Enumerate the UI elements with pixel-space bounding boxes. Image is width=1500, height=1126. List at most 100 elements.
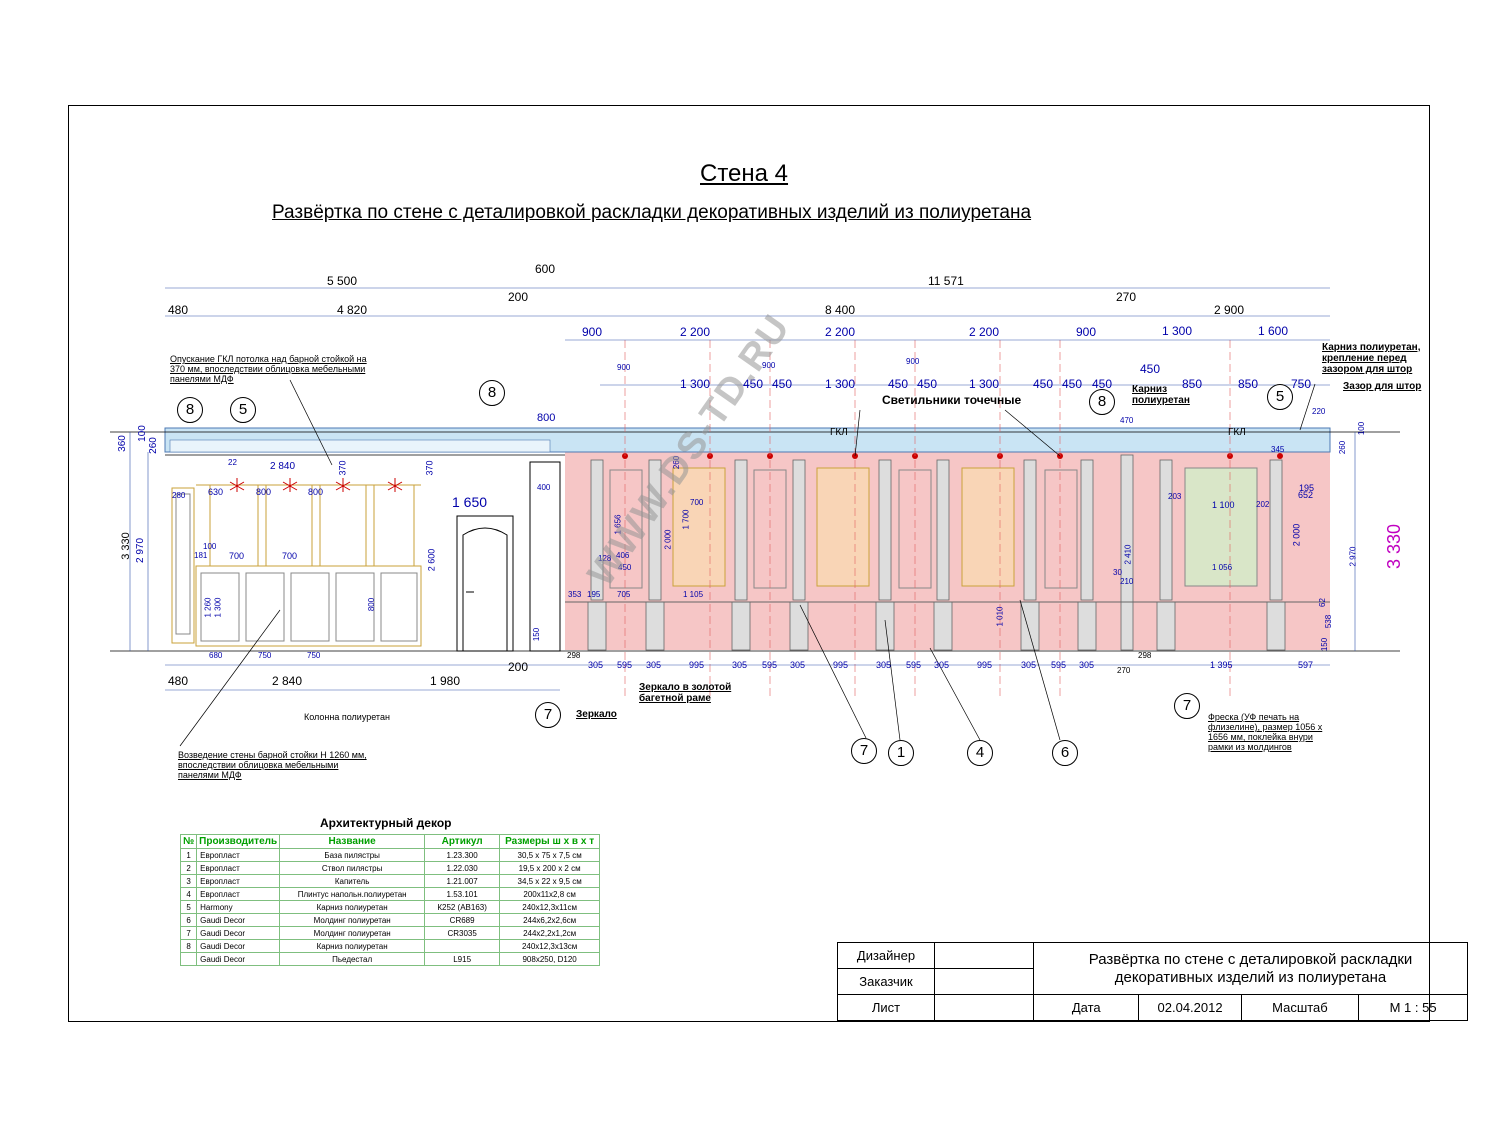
dim-200: 200 xyxy=(508,290,529,304)
decor-cell: Европласт xyxy=(196,848,281,862)
pendant-lamps xyxy=(229,478,403,492)
dim-8400: 8 400 xyxy=(825,303,856,317)
dim-row4-11: 450 xyxy=(1140,362,1161,376)
dim-400: 400 xyxy=(537,483,551,492)
dim-345: 345 xyxy=(1271,445,1285,454)
decor-cell: CR689 xyxy=(424,913,501,927)
dim-row3-2: 2 200 xyxy=(680,325,711,339)
callout-5-right: 5 xyxy=(1267,384,1293,410)
dim-row4-9: 450 xyxy=(1062,377,1083,391)
dim-h2000-right: 2 000 xyxy=(1291,523,1302,547)
dim-2600: 2 600 xyxy=(426,548,437,572)
dim-h3330-left: 3 330 xyxy=(119,532,132,560)
dim-h3330-right: 3 330 xyxy=(1384,523,1405,570)
decor-cell: Gaudi Decor xyxy=(196,913,281,927)
callout-7-left: 7 xyxy=(535,702,561,728)
dim-row4-12: 850 xyxy=(1182,377,1203,391)
dim-row-b2: 595 xyxy=(617,660,633,670)
dim-row3-1: 900 xyxy=(582,325,603,339)
dim-1700: 1 700 xyxy=(681,509,691,530)
door xyxy=(456,515,514,652)
decor-table: № Производитель Название Артикул Размеры… xyxy=(179,834,601,966)
dim-row-b6: 595 xyxy=(762,660,778,670)
dim-b750b: 750 xyxy=(307,651,321,660)
dim-h260-right: 260 xyxy=(1338,440,1348,455)
dim-100: 100 xyxy=(203,542,217,551)
dim-800-a: 800 xyxy=(256,487,272,497)
dim-row-b10: 595 xyxy=(906,660,922,670)
decor-cell: 1.23.300 xyxy=(424,848,501,862)
callout-8-left: 8 xyxy=(177,397,203,423)
dim-row-b9: 305 xyxy=(876,660,892,670)
dim-h260-left: 260 xyxy=(147,437,159,454)
decor-cell: Европласт xyxy=(196,874,281,888)
dim-480: 480 xyxy=(168,303,189,317)
decor-cell: Капитель xyxy=(279,874,426,888)
stamp-designer-label: Дизайнер xyxy=(837,942,935,969)
dim-900-small-1: 900 xyxy=(617,363,631,372)
pilasters xyxy=(587,454,1286,651)
decor-cell: Карниз полиуретан xyxy=(279,900,426,914)
decor-cell: 1 xyxy=(179,848,198,862)
note-karniz-right: Карниз полиуретан, крепление перед зазор… xyxy=(1322,342,1421,375)
dimension-lines xyxy=(129,287,1356,691)
dim-280: 280 xyxy=(172,491,186,500)
dim-b298: 298 xyxy=(567,651,581,660)
dim-row4-13: 850 xyxy=(1238,377,1259,391)
dim-row-b7: 305 xyxy=(790,660,806,670)
dim-total-right: 11 571 xyxy=(928,274,964,288)
decor-cell: 1.22.030 xyxy=(424,861,501,875)
decor-cell: 8 xyxy=(179,939,198,953)
stamp-scale-value: М 1 : 55 xyxy=(1358,994,1468,1021)
stamp-designer-value xyxy=(934,942,1034,969)
decor-cell: Gaudi Decor xyxy=(196,939,281,953)
dim-181: 181 xyxy=(194,551,208,560)
dim-row4-1: 1 300 xyxy=(680,377,711,391)
dim-h100-left: 100 xyxy=(136,425,148,442)
dim-1100: 1 100 xyxy=(1212,500,1235,510)
dim-h100-right: 100 xyxy=(1357,421,1367,436)
stamp-customer-label: Заказчик xyxy=(837,968,935,995)
dim-b1980: 1 980 xyxy=(430,674,461,688)
note-opuskanie: Опускание ГКЛ потолка над барной стойкой… xyxy=(170,354,367,384)
decor-header: № xyxy=(179,834,198,849)
dim-128: 128 xyxy=(598,554,612,563)
dim-22: 22 xyxy=(228,458,237,467)
decor-cell: Harmony xyxy=(196,900,281,914)
dim-row3-7: 1 600 xyxy=(1258,324,1289,338)
stamp-date-value: 02.04.2012 xyxy=(1138,994,1242,1021)
dim-2000: 2 000 xyxy=(663,529,673,550)
dim-150: 150 xyxy=(532,627,542,642)
dim-h195-right: 195 xyxy=(1299,483,1315,493)
decor-cell: 5 xyxy=(179,900,198,914)
dim-700-a: 700 xyxy=(229,551,245,561)
dim-700-b: 700 xyxy=(282,551,298,561)
note-zerkalo-gold: Зеркало в золотой багетной раме xyxy=(639,682,732,704)
dim-450-panel: 450 xyxy=(618,563,632,572)
decor-cell: 908х250, D120 xyxy=(499,952,601,966)
decor-cell: 19,5 х 200 х 2 см xyxy=(499,861,601,875)
bar-counter-section xyxy=(171,484,422,647)
decor-cell: 244х6,2х2,6см xyxy=(499,913,601,927)
dim-row-b12: 995 xyxy=(977,660,993,670)
dim-1650: 1 650 xyxy=(452,494,488,510)
dim-row4-3: 450 xyxy=(772,377,793,391)
dim-202: 202 xyxy=(1256,500,1270,509)
decor-header: Размеры ш х в х т xyxy=(499,834,601,849)
spot-lights-label: Светильники точечные xyxy=(882,393,1022,407)
dim-1105: 1 105 xyxy=(683,590,704,599)
stamp-sheet-label: Лист xyxy=(837,994,935,1021)
dim-2410: 2 410 xyxy=(1123,544,1133,565)
dim-h2970-right: 2 970 xyxy=(1348,546,1358,567)
note-freska: Фреска (УФ печать на флизелине), размер … xyxy=(1208,712,1323,752)
decor-cell xyxy=(424,939,501,953)
stamp-description: Развёртка по стене с деталировкой раскла… xyxy=(1033,942,1468,995)
dim-370: 370 xyxy=(337,460,348,476)
dim-210: 210 xyxy=(1120,577,1134,586)
